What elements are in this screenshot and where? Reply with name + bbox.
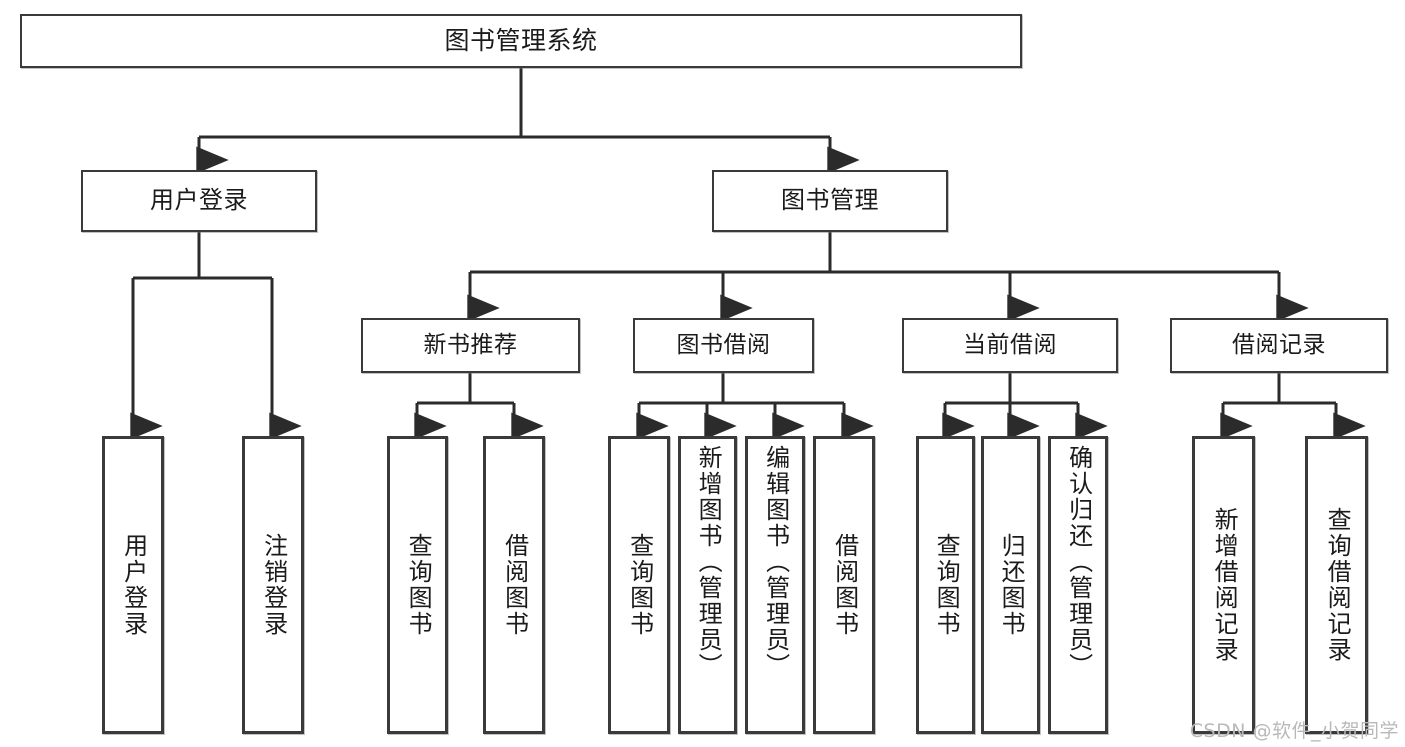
node-leaf-add-book-label: 新增图书（管理员）	[694, 445, 723, 679]
node-leaf-return-book-label: 归还图书	[997, 533, 1026, 637]
node-leaf-query-book-rec-label: 查询图书	[404, 533, 433, 637]
node-leaf-logout-label: 注销登录	[259, 533, 288, 637]
node-leaf-borrow-book-rec-label: 借阅图书	[500, 533, 529, 637]
node-leaf-add-record[interactable]: 新增借阅记录	[1192, 436, 1255, 734]
csdn-watermark: CSDN @软件_小贺同学	[1189, 720, 1399, 742]
node-book-manage-label: 图书管理	[781, 186, 879, 215]
node-book-borrow-label: 图书借阅	[676, 332, 771, 359]
node-leaf-query-current-label: 查询图书	[932, 533, 961, 637]
node-leaf-query-current[interactable]: 查询图书	[916, 436, 975, 734]
node-leaf-query-record-label: 查询借阅记录	[1323, 507, 1352, 663]
node-leaf-query-book-rec[interactable]: 查询图书	[387, 436, 448, 734]
node-current-borrow-label: 当前借阅	[963, 332, 1057, 359]
node-root-label: 图书管理系统	[444, 25, 598, 55]
node-user-login[interactable]: 用户登录	[81, 170, 317, 232]
node-leaf-edit-book[interactable]: 编辑图书（管理员）	[745, 436, 805, 734]
node-leaf-query-record[interactable]: 查询借阅记录	[1305, 436, 1368, 734]
node-borrow-record-label: 借阅记录	[1232, 332, 1326, 359]
node-book-borrow[interactable]: 图书借阅	[633, 318, 814, 373]
node-leaf-borrow-book-label: 借阅图书	[830, 533, 859, 637]
node-leaf-user-login[interactable]: 用户登录	[102, 436, 164, 734]
node-user-login-label: 用户登录	[150, 186, 248, 215]
node-current-borrow[interactable]: 当前借阅	[902, 318, 1118, 373]
node-root[interactable]: 图书管理系统	[20, 14, 1022, 68]
node-book-manage[interactable]: 图书管理	[712, 170, 948, 232]
node-leaf-confirm-return[interactable]: 确认归还（管理员）	[1048, 436, 1108, 734]
node-leaf-borrow-book-rec[interactable]: 借阅图书	[483, 436, 545, 734]
node-leaf-edit-book-label: 编辑图书（管理员）	[761, 445, 790, 679]
node-leaf-borrow-book[interactable]: 借阅图书	[813, 436, 875, 734]
node-new-book-rec-label: 新书推荐	[423, 332, 518, 359]
node-new-book-rec[interactable]: 新书推荐	[361, 318, 580, 373]
node-borrow-record[interactable]: 借阅记录	[1170, 318, 1388, 373]
node-leaf-add-book[interactable]: 新增图书（管理员）	[678, 436, 737, 734]
node-leaf-query-book-label: 查询图书	[625, 533, 654, 637]
node-leaf-return-book[interactable]: 归还图书	[981, 436, 1040, 734]
node-leaf-query-book[interactable]: 查询图书	[608, 436, 670, 734]
node-leaf-confirm-return-label: 确认归还（管理员）	[1064, 445, 1093, 679]
node-leaf-add-record-label: 新增借阅记录	[1210, 507, 1239, 663]
node-leaf-user-login-label: 用户登录	[119, 533, 148, 637]
node-leaf-logout[interactable]: 注销登录	[242, 436, 304, 734]
